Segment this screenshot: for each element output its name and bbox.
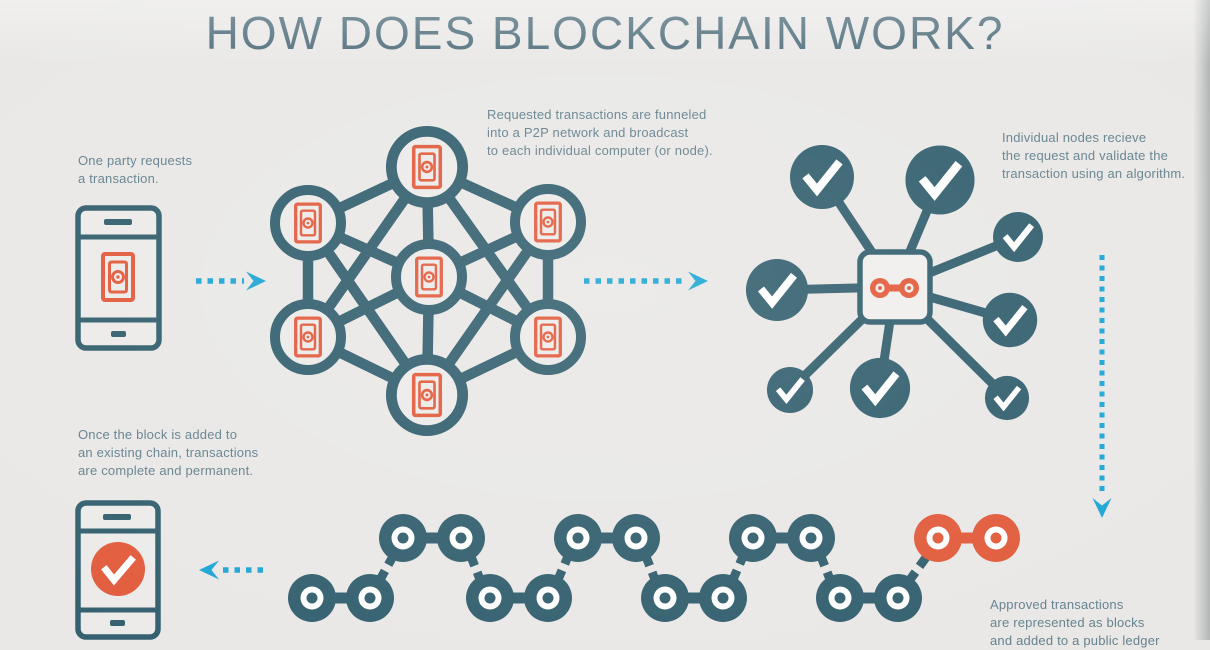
check-node-bottom-center	[850, 358, 910, 418]
check-node-top-left	[790, 145, 854, 209]
check-node-right-lower	[983, 293, 1037, 347]
caption-step-request: One party requests a transaction.	[78, 153, 193, 186]
check-node-left	[746, 259, 808, 321]
phone-home-button	[110, 620, 125, 626]
network-node-bottom-right	[515, 304, 581, 370]
chain-link-block-3	[466, 574, 572, 622]
network-node-center	[396, 244, 462, 310]
p2p-network	[275, 131, 581, 430]
chain-link-block-2	[379, 514, 485, 562]
phone-speaker-bar	[103, 514, 131, 520]
caption-step-broadcast: Requested transactions are funneled into…	[487, 107, 713, 158]
chain-link-icon	[870, 278, 919, 298]
confirmed-check-icon	[91, 542, 145, 596]
check-node-bottom-left	[767, 367, 813, 413]
chain-link-block-new-orange	[914, 514, 1020, 562]
chain-link-block-5	[641, 574, 747, 622]
chain-link-block-6	[729, 514, 835, 562]
phone-request-icon	[75, 205, 162, 351]
phone-speaker-bar	[104, 219, 132, 225]
dotted-arrow-right-2	[584, 271, 708, 291]
dotted-arrow-right-1	[196, 271, 266, 291]
check-node-right-upper	[993, 212, 1043, 262]
network-node-top-right	[515, 189, 581, 255]
phone-home-button	[111, 331, 126, 337]
blockchain-chain	[288, 514, 1020, 622]
chain-connectors	[375, 553, 931, 584]
check-node-bottom-right	[985, 376, 1029, 420]
chain-link-block-4	[554, 514, 660, 562]
network-node-top-left	[275, 190, 341, 256]
network-node-top	[391, 131, 462, 202]
dotted-arrow-left	[199, 560, 263, 580]
dotted-arrow-down	[1092, 255, 1112, 518]
caption-step-validate: Individual nodes recieve the request and…	[1002, 130, 1186, 181]
check-node-top-right	[905, 145, 974, 214]
chain-link-block-7	[816, 574, 922, 622]
network-node-bottom-left	[275, 304, 341, 370]
caption-step-complete: Once the block is added to an existing c…	[78, 427, 259, 478]
phone-confirmed-icon	[75, 500, 161, 640]
page-title: HOW DOES BLOCKCHAIN WORK?	[205, 7, 1005, 59]
network-node-bottom	[391, 359, 462, 430]
validation-hub	[746, 145, 1043, 420]
chain-link-block-1	[288, 574, 394, 622]
